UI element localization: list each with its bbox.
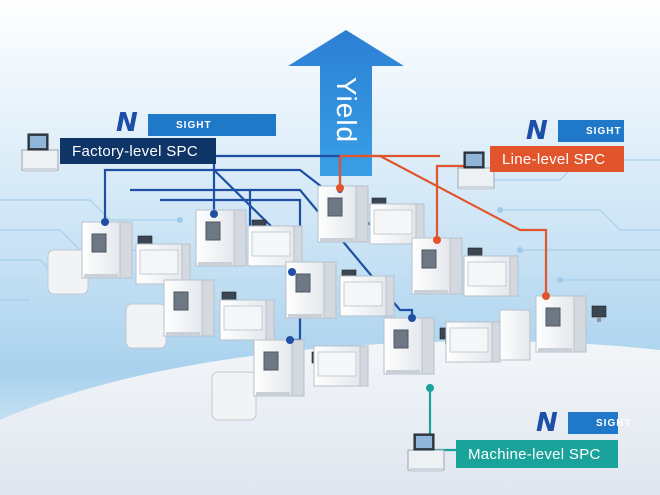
nsight-logo-icon: N (116, 108, 138, 138)
machine-group-middle (125, 237, 519, 349)
machine-spc-label: Machine-level SPC (456, 440, 618, 468)
nsight-logo-icon: N (526, 116, 548, 146)
machine-group-back (47, 185, 425, 295)
yield-arrow-label: Yield (331, 76, 363, 144)
badge-product-name: SIGHT (558, 120, 624, 142)
line-nodes (336, 184, 550, 300)
yield-arrow (288, 30, 404, 176)
badge-product-name: SIGHT (568, 412, 631, 434)
machine-group-front (211, 295, 607, 421)
factory-spc-label: Factory-level SPC (60, 138, 216, 164)
nsight-logo-icon: N (536, 408, 558, 438)
badge-product-name: SIGHT (148, 114, 276, 136)
machine-node (426, 384, 434, 392)
line-spc-label: Line-level SPC (490, 146, 624, 172)
factory-nodes (101, 187, 416, 344)
